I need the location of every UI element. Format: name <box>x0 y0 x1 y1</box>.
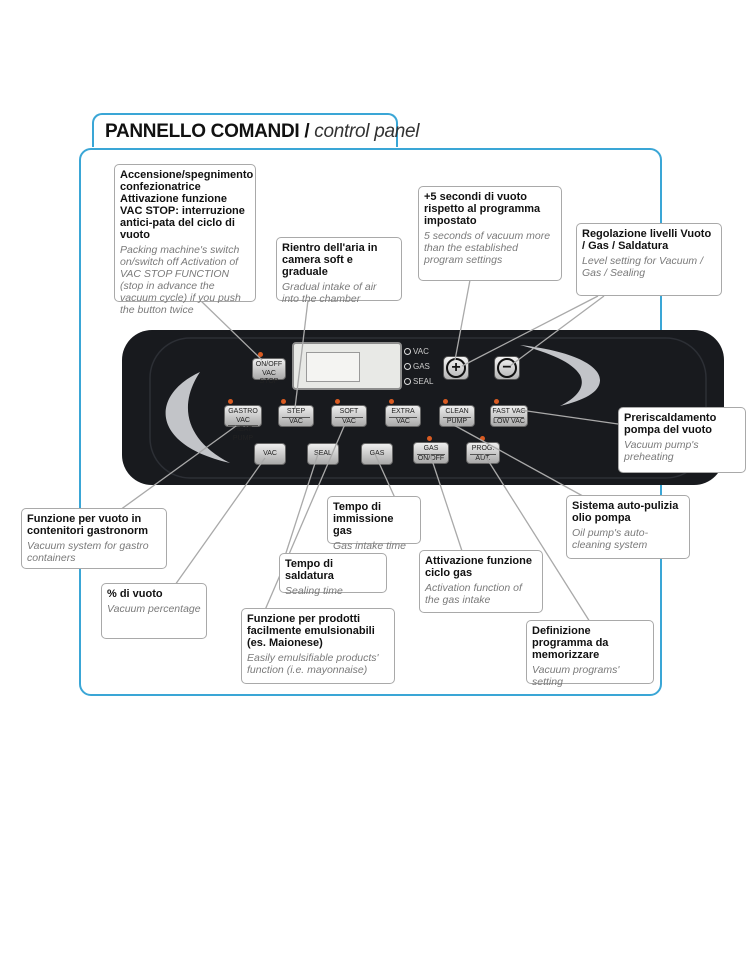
led-vac: VAC <box>404 344 433 359</box>
callout-onoff: Accensione/spegnimento confezionatrice A… <box>114 164 256 316</box>
lcd-display <box>292 342 402 390</box>
onoff-vacstop-button[interactable]: ON/OFF VAC STOP <box>252 358 286 385</box>
fast-indicator <box>494 399 499 404</box>
clean-indicator <box>443 399 448 404</box>
prog-indicator <box>480 436 485 441</box>
callout-soft: Rientro dell'aria in camera soft e gradu… <box>276 237 402 305</box>
callout-clean: Sistema auto-pulizia olio pompa Oil pump… <box>566 495 690 559</box>
callout-gastro: Funzione per vuoto in contenitori gastro… <box>21 508 167 569</box>
lcd-screen <box>306 352 360 382</box>
callout-emuls: Funzione per prodotti facilmente emulsio… <box>241 608 395 684</box>
extra-vac-button[interactable]: EXTRA VAC <box>385 405 421 427</box>
vac-button[interactable]: VAC <box>254 443 286 465</box>
minus-button[interactable]: − <box>494 356 520 380</box>
extra-indicator <box>389 399 394 404</box>
callout-gastime: Tempo di immissione gas Gas intake time <box>327 496 421 552</box>
gastro-heat-button[interactable]: GASTRO VAC HEAT PUMP <box>224 405 262 442</box>
callout-prog: Definizione programma da memorizzare Vac… <box>526 620 654 688</box>
gas-button[interactable]: GAS <box>361 443 393 465</box>
status-leds: VAC GAS SEAL <box>404 344 433 389</box>
diagram-title: PANNELLO COMANDI / control panel <box>92 113 419 147</box>
seal-button[interactable]: SEAL <box>307 443 339 465</box>
plus-button[interactable]: + <box>443 356 469 380</box>
soft-indicator <box>335 399 340 404</box>
callout-levels: Regolazione livelli Vuoto / Gas / Saldat… <box>576 223 722 296</box>
gastro-indicator <box>228 399 233 404</box>
fast-low-vac-button[interactable]: FAST VAC LOW VAC <box>490 405 528 427</box>
callout-vacpct: % di vuoto Vacuum percentage <box>101 583 207 639</box>
step-vac-button[interactable]: STEP VAC <box>278 405 314 427</box>
clean-pump-button[interactable]: CLEAN PUMP <box>439 405 475 427</box>
prog-aut-button[interactable]: PROG. AUT. <box>466 442 500 464</box>
plus-icon: + <box>446 358 466 378</box>
callout-sealtime: Tempo di saldatura Sealing time <box>279 553 387 597</box>
title-main: PANNELLO COMANDI / <box>105 121 310 142</box>
gas-onoff-button[interactable]: GAS ON/OFF <box>413 442 449 464</box>
callout-preheat: Preriscaldamento pompa del vuoto Vacuum … <box>618 407 746 473</box>
callout-plus5: +5 secondi di vuoto rispetto al programm… <box>418 186 562 281</box>
led-gas: GAS <box>404 359 433 374</box>
gasonoff-indicator <box>427 436 432 441</box>
callout-gascycle: Attivazione funzione ciclo gas Activatio… <box>419 550 543 613</box>
onoff-indicator <box>258 352 263 357</box>
led-seal: SEAL <box>404 374 433 389</box>
soft-vac-button[interactable]: SOFT VAC <box>331 405 367 427</box>
step-indicator <box>281 399 286 404</box>
title-sub: control panel <box>314 121 420 142</box>
minus-icon: − <box>497 358 517 378</box>
